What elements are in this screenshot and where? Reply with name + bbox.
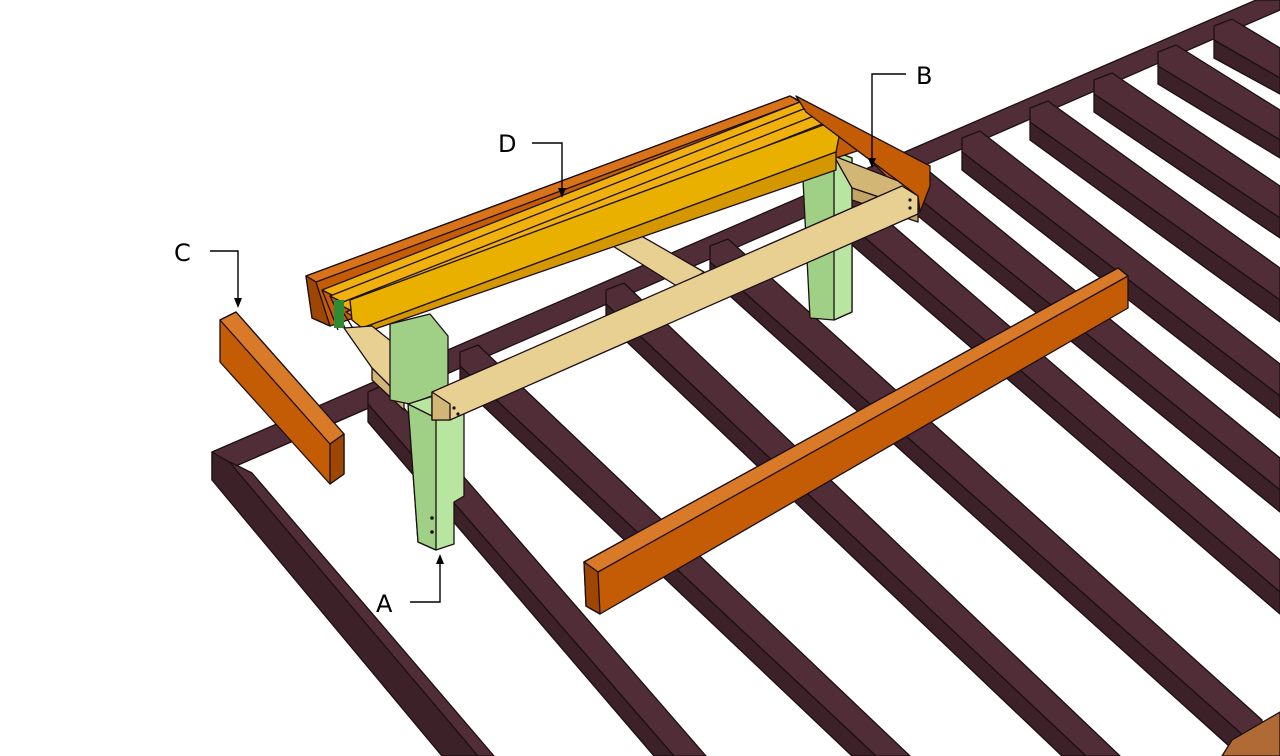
trim-board-c — [219, 311, 345, 485]
arrowhead-b — [868, 158, 876, 168]
arrowhead-d — [558, 188, 566, 198]
deck-board-corner — [1221, 711, 1280, 756]
floor-joist — [1093, 72, 1280, 219]
floor-joist — [1213, 18, 1280, 79]
callout-c: C — [174, 239, 242, 308]
floor-joist — [1029, 121, 1280, 323]
bench-front-rail — [431, 185, 919, 421]
leader-line-d — [532, 142, 563, 190]
floor-joist — [1157, 44, 1280, 141]
floor-joist — [605, 282, 1121, 756]
floor-joist — [1157, 65, 1280, 159]
trim-board-long — [583, 267, 1129, 615]
bench-seat-slats — [321, 101, 841, 331]
label-a: A — [376, 590, 393, 618]
bench — [305, 95, 931, 551]
floor-joist — [1093, 93, 1280, 239]
deck-left-rim-joist-top — [229, 461, 495, 756]
callout-a: A — [376, 554, 444, 618]
floor-joist — [1213, 39, 1280, 95]
leader-line-c — [210, 250, 239, 300]
bench-trim-right-end — [795, 95, 931, 213]
callout-b: B — [868, 62, 932, 168]
arrowhead-c — [234, 298, 242, 308]
label-c: C — [174, 239, 191, 267]
bench-leg-front — [389, 313, 465, 551]
seat-underside-green — [334, 300, 344, 328]
label-d: D — [498, 130, 516, 158]
leader-line-b — [871, 73, 906, 160]
floor-joist — [1029, 100, 1280, 301]
floor-joist — [961, 130, 1280, 397]
arrowhead-a — [436, 554, 444, 564]
callout-d: D — [498, 130, 566, 198]
label-b: B — [916, 62, 932, 90]
leader-line-a — [410, 562, 441, 603]
